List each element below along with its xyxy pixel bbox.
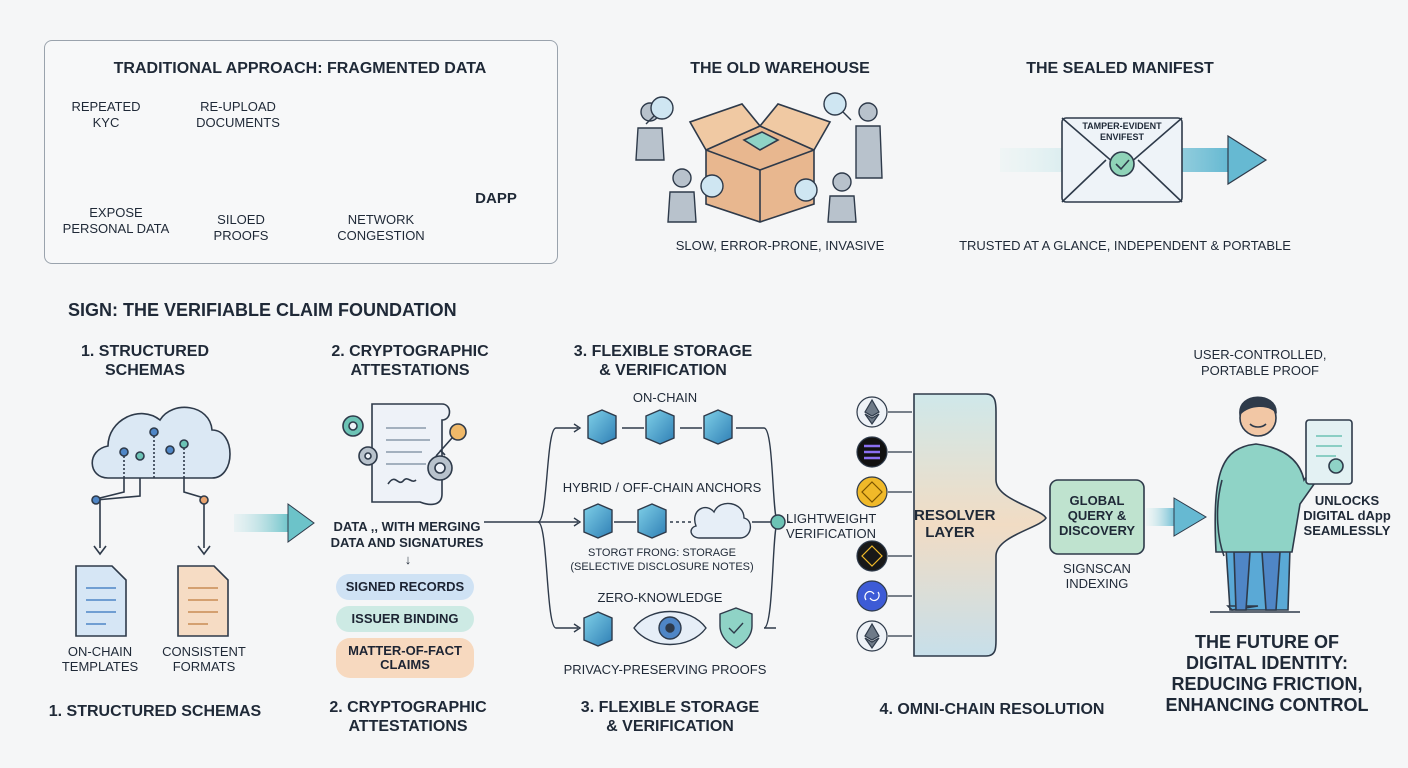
- schema-cloud-icon: [91, 406, 231, 556]
- storage-cubes: [583, 409, 786, 649]
- attestations-title: 2. CRYPTOGRAPHIC ATTESTATIONS: [331, 343, 489, 379]
- formats-label: CONSISTENT FORMATS: [162, 644, 246, 674]
- chain-network-icons: [856, 396, 912, 652]
- unlocks-label: UNLOCKS DIGITAL dApp SEAMLESSLY: [1303, 493, 1391, 538]
- pill-matter-of-fact: MATTER-OF-FACT CLAIMS: [336, 638, 474, 678]
- pill-signed-records: SIGNED RECORDS: [336, 574, 474, 600]
- flow-arrow-1-icon: [234, 514, 290, 532]
- attestation-data-text: DATA ,, WITH MERGING DATA AND SIGNATURES: [330, 519, 484, 550]
- template-document-icon: [75, 565, 229, 637]
- inspector-people-icon: [635, 92, 883, 223]
- manifest-caption: TRUSTED AT A GLANCE, INDEPENDENT & PORTA…: [959, 238, 1291, 253]
- signscan-label: SIGNSCAN INDEXING: [1063, 561, 1131, 591]
- attestation-document-icon: [342, 403, 467, 506]
- hybrid-label: HYBRID / OFF-CHAIN ANCHORS: [562, 480, 762, 495]
- templates-label: ON-CHAIN TEMPLATES: [61, 644, 139, 674]
- flow-arrow-2-icon: [1146, 508, 1176, 526]
- resolver-label: RESOLVER LAYER: [914, 507, 996, 541]
- attestations-footer: 2. CRYPTOGRAPHIC ATTESTATIONS: [329, 699, 487, 735]
- schemas-title: 1. STRUCTURED SCHEMAS: [80, 343, 209, 379]
- resolver-layer-shape: [913, 393, 1047, 657]
- portable-proof-label: USER-CONTROLLED, PORTABLE PROOF: [1193, 347, 1327, 378]
- privacy-label: PRIVACY-PRESERVING PROOFS: [563, 662, 767, 677]
- down-arrow-icon: ↓: [404, 552, 412, 567]
- lightweight-label: LIGHTWEIGHT VERIFICATION: [786, 511, 877, 541]
- user-with-certificate-icon: [1210, 396, 1353, 613]
- warehouse-caption: SLOW, ERROR-PRONE, INVASIVE: [675, 238, 885, 253]
- schemas-footer: 1. STRUCTURED SCHEMAS: [48, 703, 262, 720]
- sign-title: SIGN: THE VERIFIABLE CLAIM FOUNDATION: [68, 300, 457, 320]
- storage-title: 3. FLEXIBLE STORAGE & VERIFICATION: [573, 343, 753, 379]
- manifest-title: THE SEALED MANIFEST: [1026, 60, 1214, 77]
- expose-data-label: EXPOSE PERSONAL DATA: [62, 205, 170, 236]
- congestion-label: NETWORK CONGESTION: [337, 212, 425, 243]
- repeated-kyc-label: REPEATED KYC: [71, 99, 141, 130]
- pill-issuer-binding: ISSUER BINDING: [336, 606, 474, 632]
- resolution-footer: 4. OMNI-CHAIN RESOLUTION: [879, 701, 1105, 718]
- storage-note: STORGT FRONG: STORAGE (SELECTIVE DISCLOS…: [570, 547, 754, 573]
- reupload-label: RE-UPLOAD DOCUMENTS: [196, 99, 280, 130]
- siloed-proofs-label: SILOED PROOFS: [213, 212, 269, 243]
- zk-label: ZERO-KNOWLEDGE: [597, 590, 723, 605]
- dapp-label: DAPP: [475, 190, 517, 207]
- envelope-text: TAMPER-EVIDENT ENVIFEST: [1082, 121, 1162, 142]
- warehouse-box-icon: [688, 103, 832, 223]
- warehouse-title: THE OLD WAREHOUSE: [690, 60, 870, 77]
- future-title: THE FUTURE OF DIGITAL IDENTITY: REDUCING…: [1165, 632, 1369, 715]
- global-query-label: GLOBAL QUERY & DISCOVERY: [1058, 493, 1136, 538]
- global-query-box: [1049, 479, 1145, 555]
- envelope-icon: [1061, 117, 1183, 203]
- storage-footer: 3. FLEXIBLE STORAGE & VERIFICATION: [580, 699, 760, 735]
- onchain-label: ON-CHAIN: [632, 390, 698, 405]
- traditional-approach-panel: [44, 40, 558, 264]
- traditional-title: TRADITIONAL APPROACH: FRAGMENTED DATA: [113, 60, 487, 77]
